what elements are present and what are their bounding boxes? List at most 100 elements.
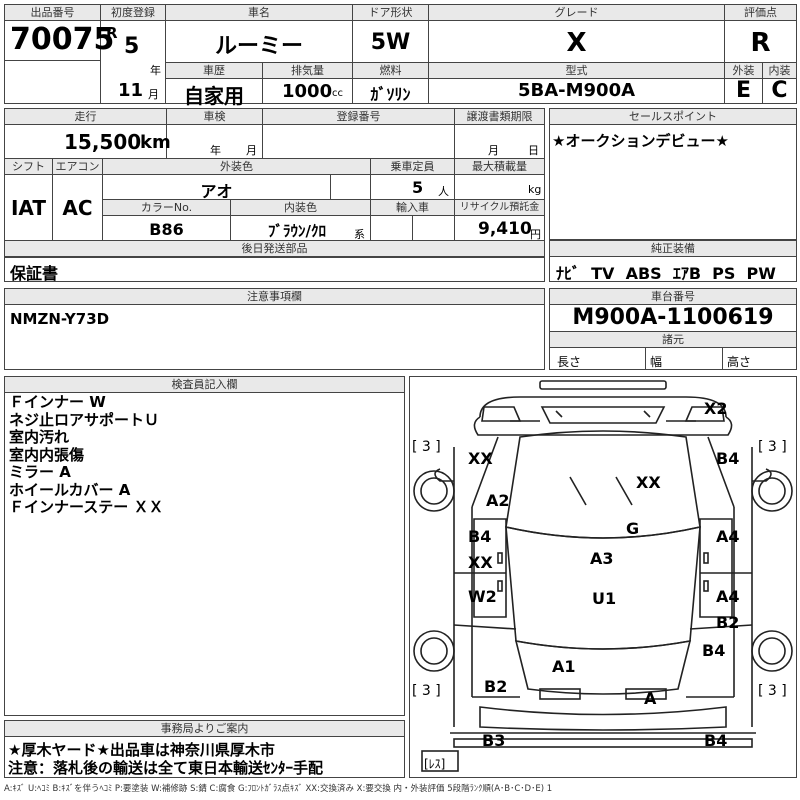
mileage: 15,500 xyxy=(64,130,142,154)
shift: IAT xyxy=(10,196,46,220)
car-diagram: X2 XX B4 XX A2 G B4 A4 XX A3 W2 U1 A4 B2… xyxy=(409,376,797,778)
divider xyxy=(428,4,429,104)
spare-tire: [ﾚｽ] xyxy=(424,757,446,771)
divider xyxy=(262,62,263,104)
width-label: 幅 xyxy=(650,355,663,369)
max-load-unit: kg xyxy=(528,183,542,196)
grade-label: グレード xyxy=(429,5,724,21)
interior-color-unit: 系 xyxy=(354,228,365,241)
damage-mark: XX xyxy=(468,553,493,572)
score: R xyxy=(750,28,771,58)
divider xyxy=(454,108,455,240)
divider xyxy=(165,62,797,63)
damage-mark: XX xyxy=(636,473,661,492)
shift-label: シフト xyxy=(5,159,52,175)
divider xyxy=(102,199,545,200)
inspector-line: 室内内張傷 xyxy=(9,445,85,464)
inspection-label: 車検 xyxy=(167,109,262,125)
door-type: 5W xyxy=(370,30,411,55)
divider xyxy=(4,60,100,61)
equipment-block xyxy=(549,240,797,282)
inspector-line: Ｆインナー W xyxy=(9,393,106,411)
damage-mark: A2 xyxy=(486,491,510,510)
damage-mark: B3 xyxy=(482,731,506,750)
inspector-label: 検査員記入欄 xyxy=(5,377,404,393)
interior-label: 内装 xyxy=(763,63,796,79)
legend: A:ｷｽﾞ U:ﾍｺﾐ B:ｷｽﾞを伴うﾍｺﾐ P:要塗装 W:補修跡 S:錆 … xyxy=(4,784,553,794)
length-label: 長さ xyxy=(557,355,582,369)
chassis-label: 車台番号 xyxy=(550,289,796,305)
max-load-label: 最大積載量 xyxy=(455,159,544,175)
damage-mark: A4 xyxy=(716,527,740,546)
transfer-deadline-label: 譲渡書類期限 xyxy=(455,109,544,125)
office-label: 事務局よりご案内 xyxy=(5,721,404,737)
model-label: 型式 xyxy=(429,63,724,79)
damage-mark: W2 xyxy=(468,587,497,606)
spec-block xyxy=(4,108,545,258)
displacement: 1000 xyxy=(282,81,333,102)
damage-mark: B4 xyxy=(716,449,740,468)
divider xyxy=(370,158,371,240)
displacement-label: 排気量 xyxy=(263,63,352,79)
divider xyxy=(762,62,763,104)
grade: X xyxy=(566,28,587,58)
office-block xyxy=(4,720,405,778)
later-parts-block xyxy=(4,240,545,282)
capacity-label: 乗車定員 xyxy=(371,159,454,175)
exterior-label: 外装 xyxy=(725,63,762,79)
damage-mark: U1 xyxy=(592,589,617,608)
damage-mark: A4 xyxy=(716,587,740,606)
inspector-line: Ｆインナーステー ＸＸ xyxy=(9,498,164,516)
registration-year: 5 xyxy=(124,34,140,59)
divider xyxy=(330,174,331,199)
recycle-fee-label: リサイクル預託金 xyxy=(455,200,544,216)
damage-mark: A xyxy=(644,689,657,708)
history: 自家用 xyxy=(184,84,244,108)
car-name: ルーミー xyxy=(214,34,303,59)
lot-number: 70075 xyxy=(10,22,115,57)
interior-color-label: 内装色 xyxy=(231,200,370,216)
exterior-color: アオ xyxy=(200,182,233,201)
registration-number-label: 登録番号 xyxy=(263,109,454,125)
header-block xyxy=(4,4,797,104)
transfer-month-unit: 月 xyxy=(488,144,499,157)
mileage-label: 走行 xyxy=(5,109,166,125)
color-number-label: カラーNo. xyxy=(103,200,230,216)
tire-tread-fl: [ 3 ] xyxy=(412,439,441,455)
interior-color: ﾌﾞﾗｳﾝ/ｸﾛ xyxy=(268,222,326,240)
first-registration-label: 初度登録 xyxy=(101,5,165,21)
dimensions-label: 諸元 xyxy=(550,331,796,348)
damage-mark: B4 xyxy=(702,641,726,660)
inspector-line: ホイールカバー A xyxy=(9,480,131,499)
exterior-grade: E xyxy=(735,78,752,103)
score-label: 評価点 xyxy=(725,5,796,21)
damage-mark: XX xyxy=(468,449,493,468)
model: 5BA-M900A xyxy=(517,80,636,101)
divider xyxy=(102,158,103,240)
displacement-unit: cc xyxy=(332,88,343,99)
damage-mark: X2 xyxy=(704,399,728,418)
divider xyxy=(100,4,101,104)
divider xyxy=(4,158,545,159)
car-name-label: 車名 xyxy=(166,5,352,21)
height-label: 高さ xyxy=(727,355,752,369)
inspection-month-unit: 月 xyxy=(246,144,257,157)
sales-point-label: セールスポイント xyxy=(550,109,796,125)
era-mark: R xyxy=(106,24,118,42)
office-line-1: ★厚木ヤード★出品車は神奈川県厚木市 xyxy=(8,741,275,759)
capacity: 5 xyxy=(412,178,424,197)
inspection-year-unit: 年 xyxy=(210,144,221,157)
damage-mark: B4 xyxy=(704,731,728,750)
divider xyxy=(165,4,166,104)
month-unit: 月 xyxy=(148,88,159,101)
capacity-unit: 人 xyxy=(438,185,449,198)
inspector-block xyxy=(4,376,405,716)
damage-mark: B2 xyxy=(484,677,508,696)
import-label: 輸入車 xyxy=(371,200,454,216)
history-label: 車歴 xyxy=(166,63,262,79)
ac-label: エアコン xyxy=(53,159,102,175)
tire-tread-fr: [ 3 ] xyxy=(758,439,787,455)
inspector-line: 室内汚れ xyxy=(9,428,70,446)
mileage-unit: km xyxy=(140,132,171,153)
registration-month: 11 xyxy=(118,80,144,101)
